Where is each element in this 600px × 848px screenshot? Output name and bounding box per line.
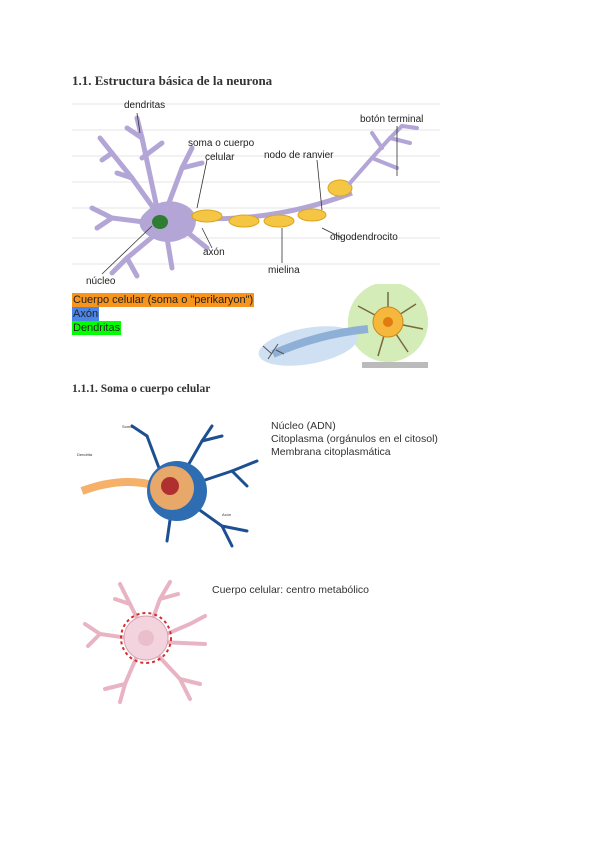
label-oligo: oligodendrocito	[330, 232, 398, 243]
label-mielina: mielina	[268, 265, 300, 276]
soma-note-nucleo: Núcleo (ADN)	[271, 420, 336, 433]
label-dendritas: dendritas	[124, 100, 165, 111]
soma-note-citoplasma: Citoplasma (orgánulos en el citosol)	[271, 433, 438, 446]
label-axon: axón	[203, 247, 225, 258]
soma-note-membrana: Membrana citoplasmática	[271, 446, 391, 459]
label-nucleo: núcleo	[86, 276, 115, 287]
svg-text:Axón: Axón	[222, 512, 231, 517]
svg-text:Soma: Soma	[122, 424, 133, 429]
metabolic-note: Cuerpo celular: centro metabólico	[212, 584, 369, 597]
label-soma: soma o cuerpo	[188, 138, 254, 149]
label-celular: celular	[205, 152, 234, 163]
oligodendrocyte-image	[258, 284, 438, 376]
label-boton: botón terminal	[360, 114, 423, 125]
section-title: 1.1. Estructura básica de la neurona	[72, 73, 272, 89]
legend-cuerpo-celular: Cuerpo celular (soma o "perikaryon")	[72, 293, 254, 307]
neuron-diagram	[72, 98, 440, 288]
svg-text:Dendrita: Dendrita	[77, 452, 93, 457]
label-nodo: nodo de ranvier	[264, 150, 334, 161]
cell-body-image	[80, 574, 210, 704]
legend-axon: Axón	[72, 307, 99, 321]
legend-dendritas: Dendritas	[72, 321, 121, 335]
nucleus-shape	[152, 215, 168, 229]
subsection-title: 1.1.1. Soma o cuerpo celular	[72, 383, 210, 395]
